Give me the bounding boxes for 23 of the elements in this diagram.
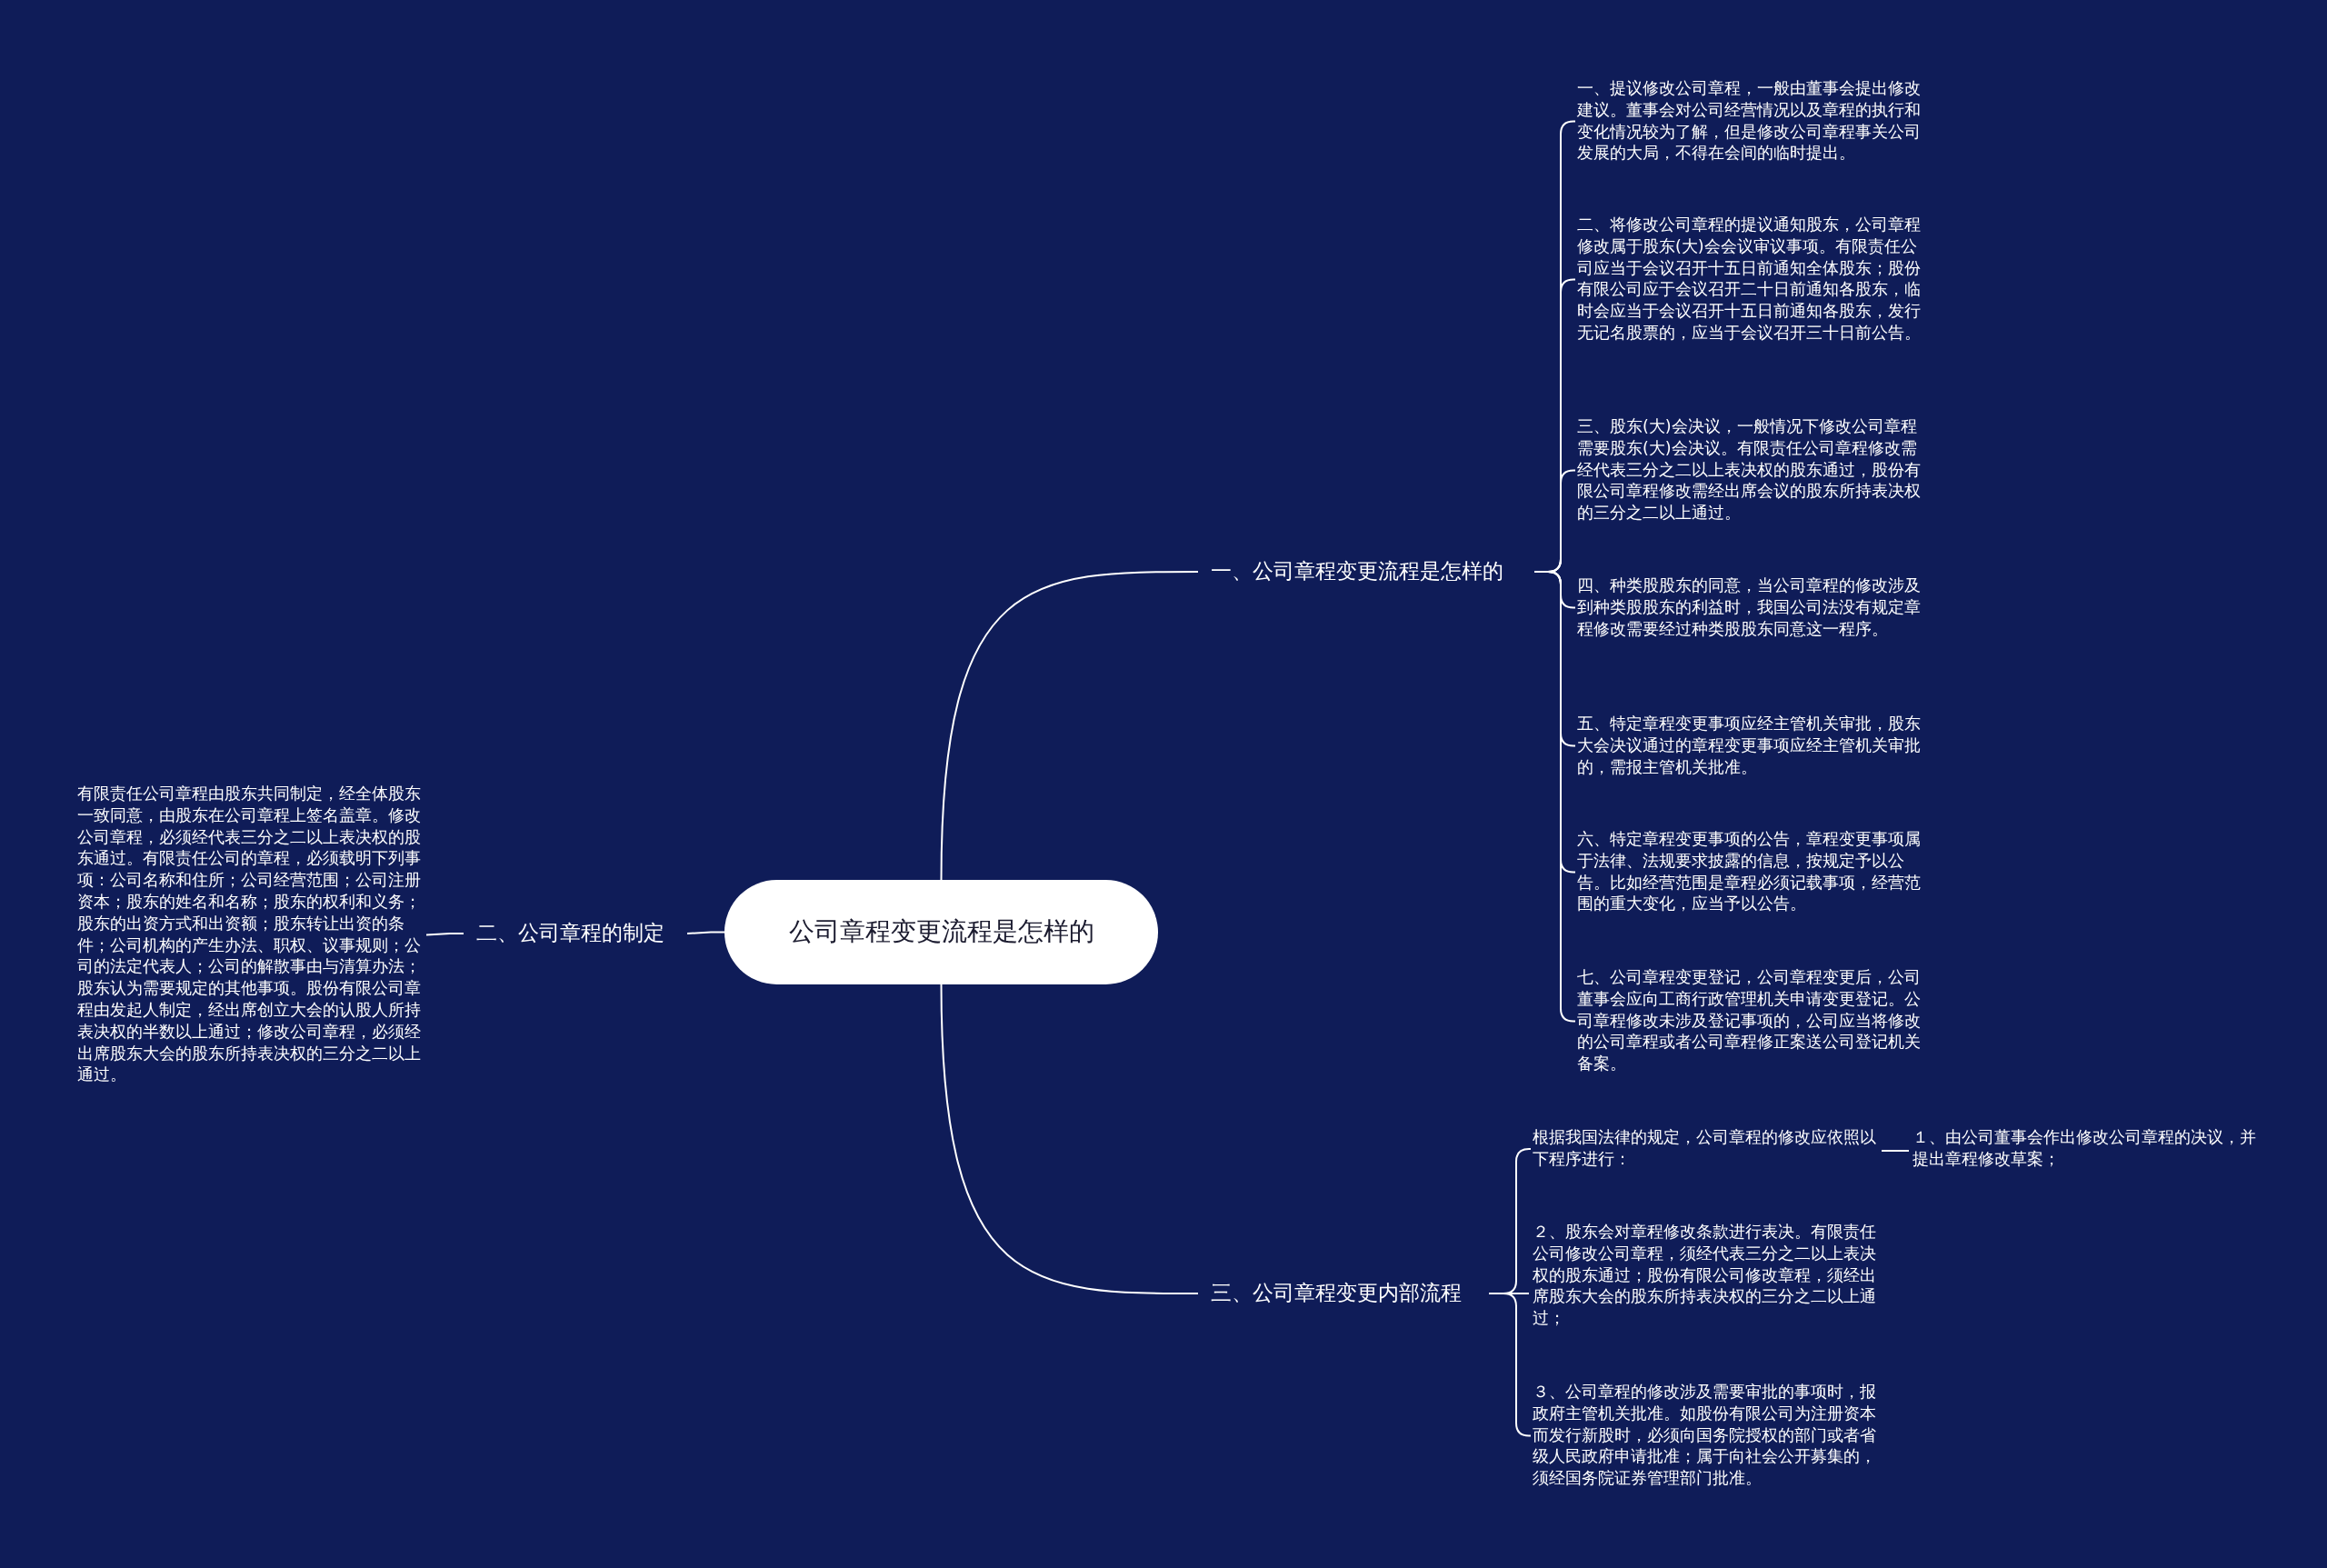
note-text: ２、股东会对章程修改条款进行表决。有限责任公司修改公司章程，须经代表三分之二以上表决权的股东通过；股份有限公司修改章程，须经出席股东大会的股东所持表决权的三分之二以上通过； xyxy=(1533,1222,1878,1330)
note-text: 三、股东(大)会决议，一般情况下修改公司章程需要股东(大)会决议。有限责任公司章程修改需经代表三分之二以上表决权的股东通过，股份有限公司章程修改需经出席会议的股东所持表决权的三分之二以上通过。 xyxy=(1577,416,1923,524)
root-topic-box: 公司章程变更流程是怎样的 xyxy=(724,880,1158,984)
note-text: 二、将修改公司章程的提议通知股东，公司章程修改属于股东(大)会会议审议事项。有限责任公司应当于会议召开十五日前通知全体股东；股份有限公司应于会议召开二十日前通知各股东，临时会应当于会议召开十五日前通知各股东，发行无记名股票的，应当于会议召开三十日前公告。 xyxy=(1577,215,1923,345)
note-text: 一、提议修改公司章程，一般由董事会提出修改建议。董事会对公司经营情况以及章程的执行和变化情况较为了解，但是修改公司章程事关公司发展的大局，不得在会间的临时提出。 xyxy=(1577,78,1923,165)
note-text: 根据我国法律的规定，公司章程的修改应依照以下程序进行： xyxy=(1533,1127,1878,1171)
connector-line xyxy=(1488,1293,1532,1437)
connector-line xyxy=(1533,571,1576,1023)
topic-text: 一、公司章程变更流程是怎样的 xyxy=(1198,554,1534,589)
note-text: 五、特定章程变更事项应经主管机关审批，股东大会决议通过的章程变更事项应经主管机关审批的，需报主管机关批准。 xyxy=(1577,714,1923,779)
note-text: 四、种类股股东的同意，当公司章程的修改涉及到种类股股东的利益时，我国公司法没有规定章程修改需要经过种类股股东同意这一程序。 xyxy=(1577,575,1923,641)
topic-text: 二、公司章程的制定 xyxy=(464,916,682,951)
connector-line xyxy=(1881,1150,1910,1152)
topic-text: 三、公司章程变更内部流程 xyxy=(1198,1276,1489,1311)
note-text: 六、特定章程变更事项的公告，章程变更事项属于法律、法规要求披露的信息，按规定予以公告。比如经营范围是章程必须记载事项，经营范围的重大变化，应当予以公告。 xyxy=(1577,829,1923,916)
connector-line xyxy=(940,984,1199,1294)
note-text: １、由公司董事会作出修改公司章程的决议，并提出章程修改草案； xyxy=(1913,1127,2258,1171)
connector-line xyxy=(940,571,1199,881)
connector-line xyxy=(425,933,464,936)
note-text: ３、公司章程的修改涉及需要审批的事项时，报政府主管机关批准。如股份有限公司为注册资本而发行新股时，必须向国务院授权的部门或者省级人民政府申请批准；属于向社会公开募集的，须经国务院证券管理部门批准。 xyxy=(1533,1382,1878,1490)
note-text: 有限责任公司章程由股东共同制定，经全体股东一致同意，由股东在公司章程上签名盖章。修改公司章程，必须经代表三分之二以上表决权的股东通过。有限责任公司的章程，必须载明下列事项：公司名称和住所；公司经营范围；公司注册资本；股东的姓名和名称；股东的权利和义务；股东的出资方式和出资额；股东转让出资的条件；公司机构的产生办法、职权、议事规则；公司的法定代表人；公司的解散事由与清算办法；股东认为需要规定的其他事项。股份有限公司章程由发起人制定，经出席创立大会的认股人所持表决权的半数以上通过；修改公司章程，必须经出席股东大会的股东所持表决权的三分之二以上通过。 xyxy=(77,784,421,1087)
connector-line xyxy=(686,931,725,934)
note-text: 七、公司章程变更登记，公司章程变更后，公司董事会应向工商行政管理机关申请变更登记。公司章程修改未涉及登记事项的，公司应当将修改的公司章程或者公司章程修正案送公司登记机关备案。 xyxy=(1577,967,1923,1075)
